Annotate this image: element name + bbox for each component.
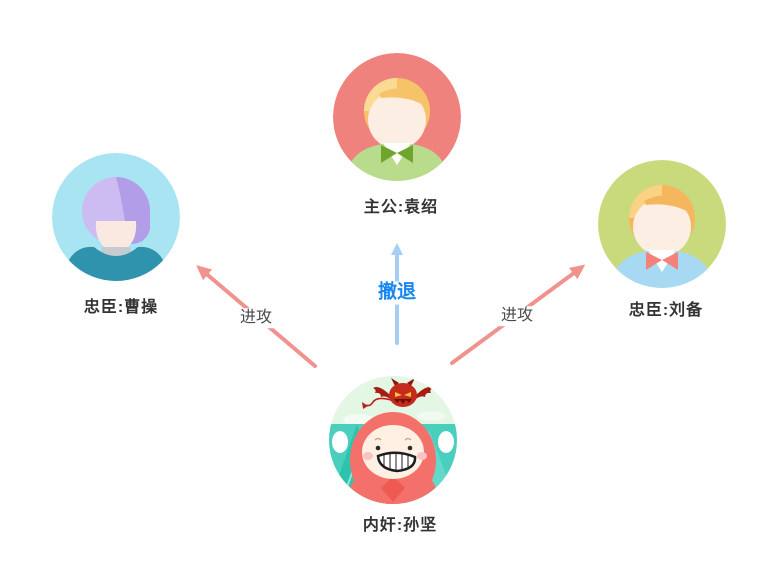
devil-icon	[362, 378, 433, 409]
traitor-avatar-icon	[329, 376, 457, 504]
node-loyal-left[interactable]	[52, 153, 180, 281]
node-traitor[interactable]	[329, 376, 457, 504]
lord-avatar-icon	[333, 53, 461, 181]
edge-label-attack-right: 进攻	[494, 306, 540, 326]
loyal-left-avatar-icon	[52, 153, 180, 281]
node-lord[interactable]	[333, 53, 461, 181]
loyal-right-avatar-icon	[598, 160, 726, 288]
node-loyal-left-label: 忠臣:曹操	[83, 299, 159, 316]
edge-label-attack-left: 进攻	[233, 308, 279, 328]
node-loyal-right[interactable]	[598, 160, 726, 288]
node-lord-label: 主公:袁绍	[363, 199, 439, 216]
node-loyal-right-label: 忠臣:刘备	[628, 302, 704, 319]
node-traitor-label: 内奸:孙坚	[362, 517, 438, 534]
edge-label-retreat: 撤退	[371, 281, 423, 305]
